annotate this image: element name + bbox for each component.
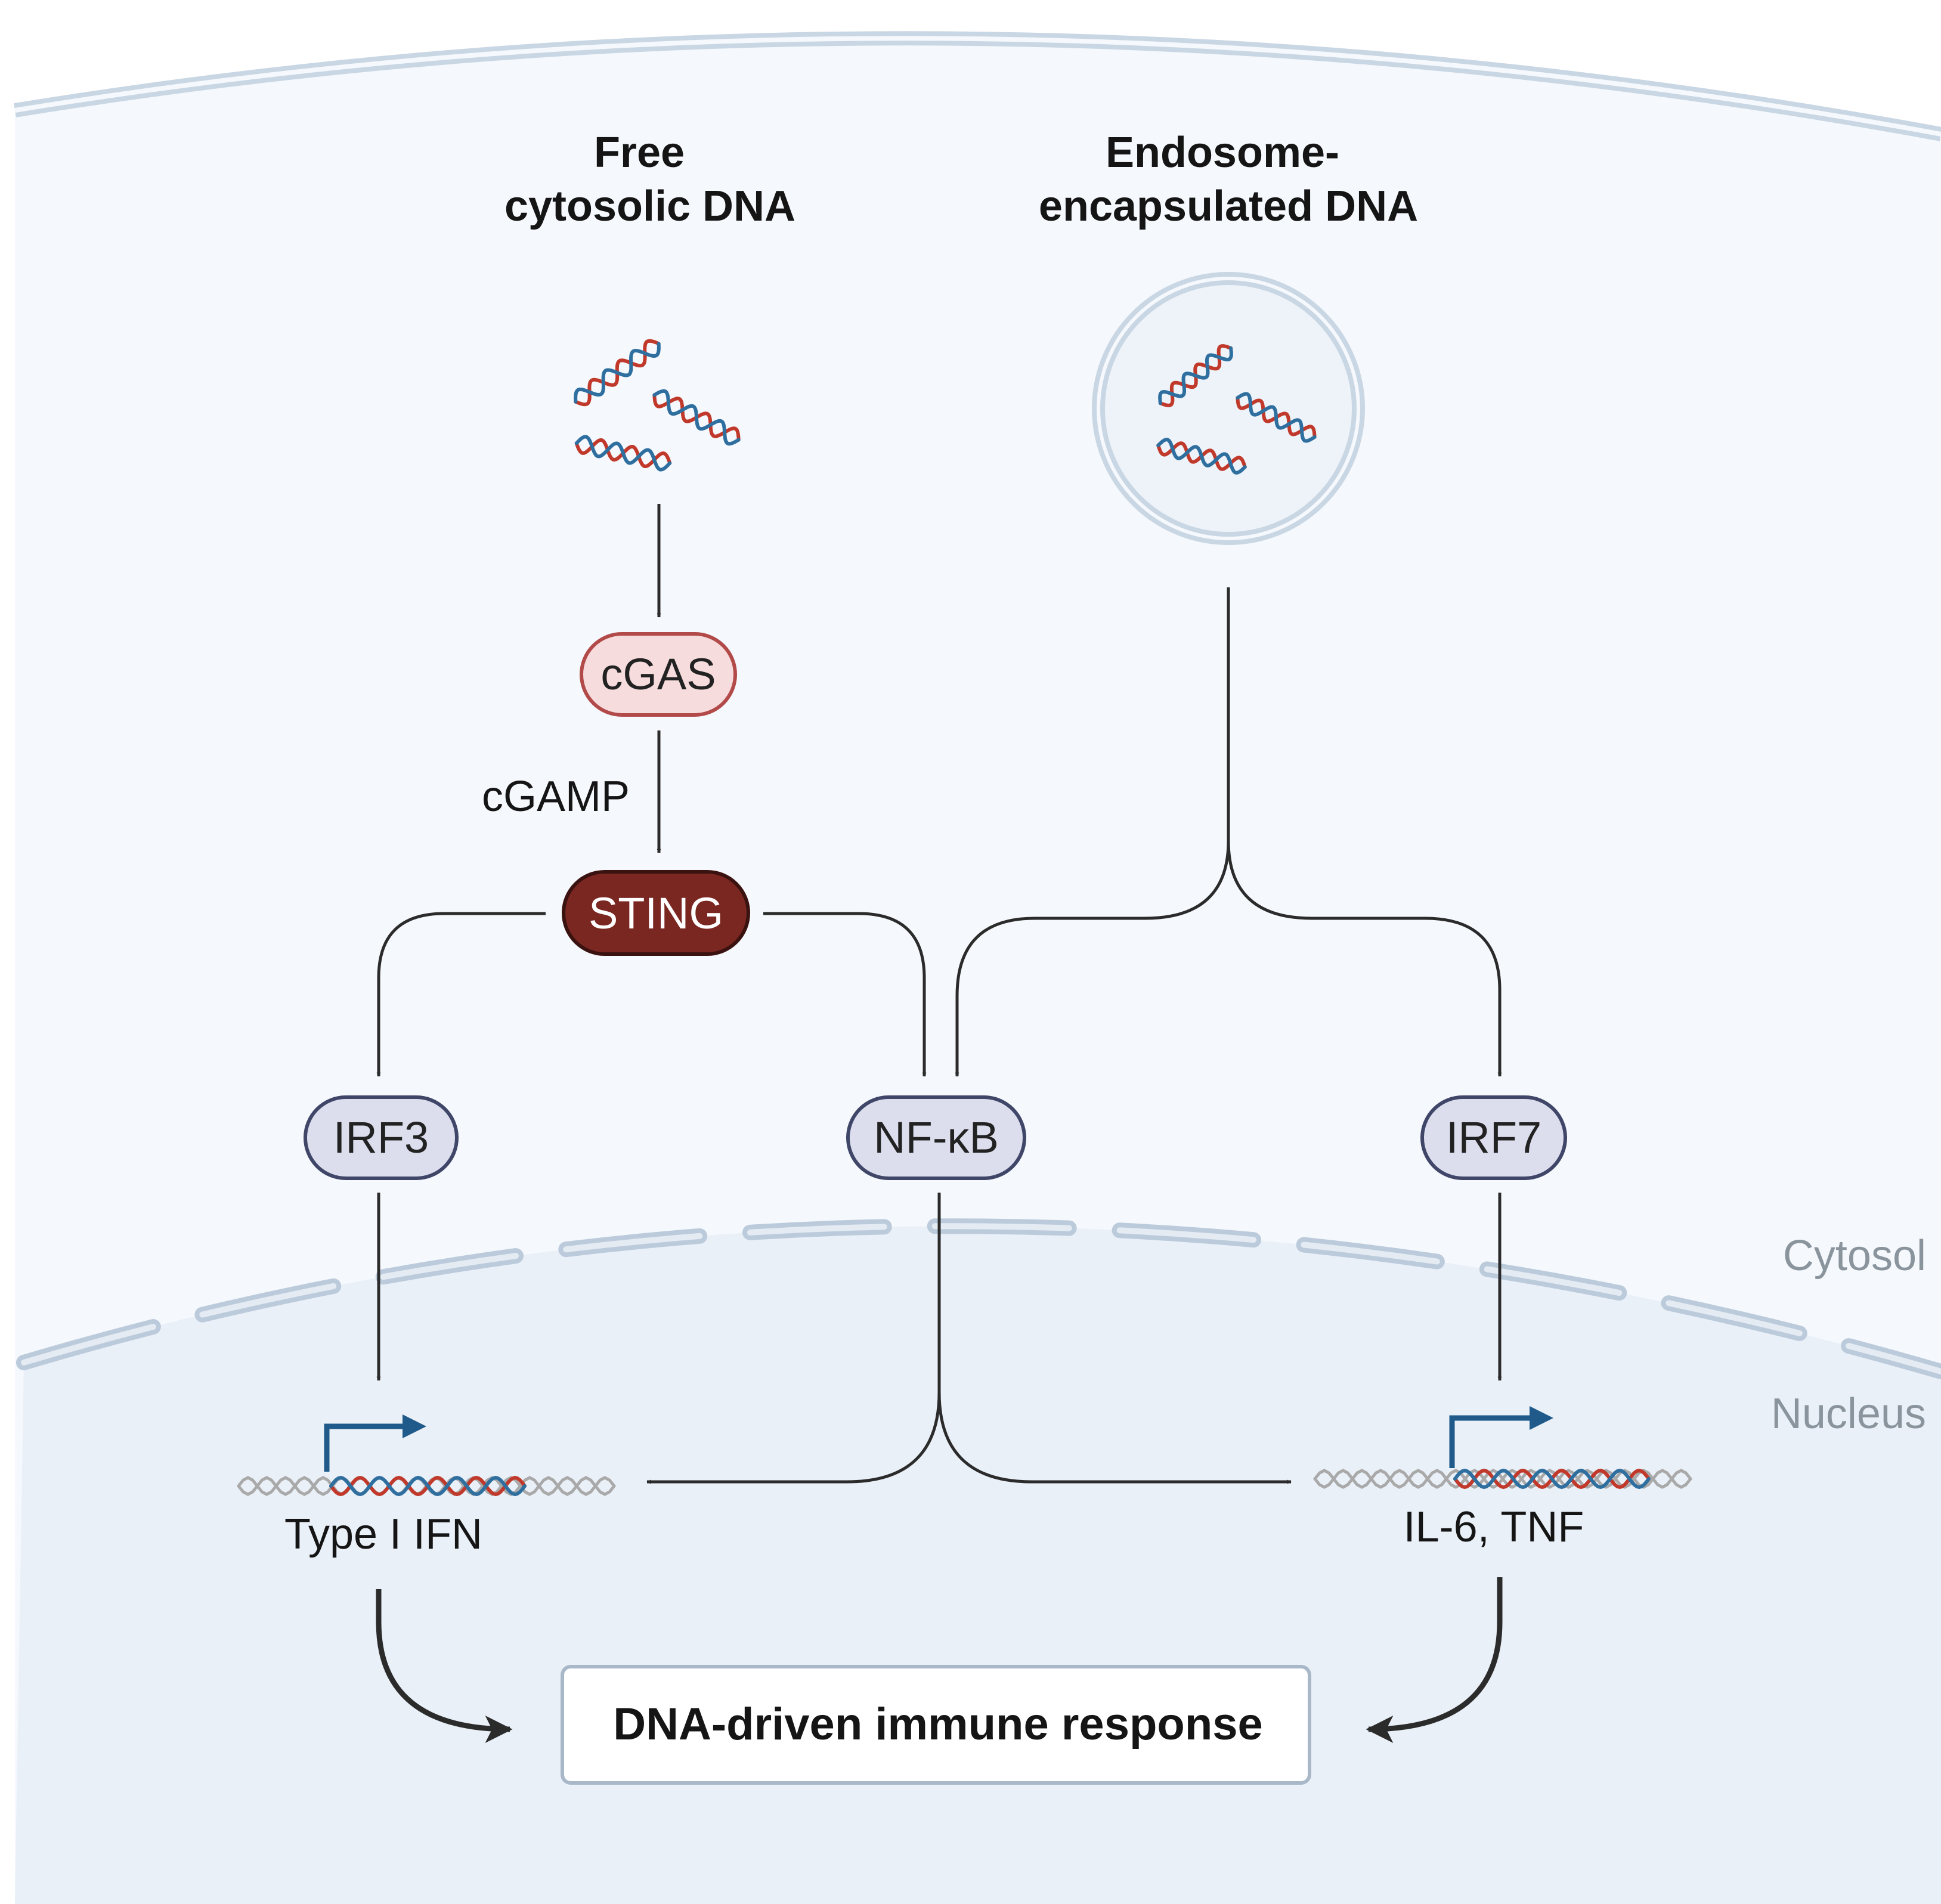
cgas-node: cGAS — [580, 632, 737, 717]
endosome-dna-heading: Endosome- encapsulated DNA — [1039, 129, 1418, 230]
free-dna-fragments-icon — [574, 339, 741, 472]
dna-helix-icon — [1156, 438, 1247, 475]
immune-response-label: DNA-driven immune response — [613, 1699, 1263, 1750]
irf7-label: IRF7 — [1446, 1113, 1541, 1162]
immune-response-box: DNA-driven immune response — [561, 1665, 1311, 1785]
irf3-label: IRF3 — [333, 1113, 429, 1162]
type1-ifn-gene-icon — [237, 1475, 616, 1497]
cytosol-label: Cytosol — [1783, 1232, 1926, 1280]
nfkb-to-il6-tnf-arrow — [937, 1392, 1292, 1484]
sting-to-nfkb-arrow — [763, 912, 927, 1077]
dna-helix-icon — [574, 435, 672, 472]
irf7-node: IRF7 — [1420, 1095, 1567, 1180]
il6-tnf-promoter-arrow-icon — [1449, 1406, 1553, 1468]
endosome-to-irf7-arrow — [1227, 840, 1502, 1077]
cgamp-label: cGAMP — [482, 773, 630, 821]
dna-helix-icon — [1158, 344, 1233, 407]
nucleus-label: Nucleus — [1771, 1390, 1926, 1438]
nfkb-to-type1-ifn-arrow — [646, 1193, 941, 1484]
dna-helix-icon — [1313, 1469, 1692, 1489]
endosome-to-nfkb-arrow — [955, 587, 1230, 1077]
nucleus-region — [15, 1226, 1941, 1904]
dna-helix-icon — [1236, 392, 1317, 443]
cgas-label: cGAS — [600, 649, 716, 699]
sting-node: STING — [562, 870, 750, 956]
il6-tnf-label: IL-6, TNF — [1404, 1503, 1584, 1551]
free-dna-heading: Free cytosolic DNA — [504, 129, 795, 230]
dna-helix-icon — [574, 339, 661, 407]
sting-to-irf3-arrow — [376, 912, 546, 1077]
dna-helix-icon — [1453, 1468, 1651, 1490]
dna-helix-icon — [329, 1475, 527, 1497]
nuclear-envelope-inner — [21, 1223, 1941, 1374]
sting-label: STING — [589, 888, 723, 938]
endosomal-dna-icon — [1156, 344, 1317, 475]
nfkb-label: NF-κB — [874, 1113, 999, 1162]
type1-ifn-promoter-arrow-icon — [324, 1414, 426, 1472]
nfkb-node: NF-κB — [846, 1095, 1026, 1180]
il6-tnf-gene-icon — [1313, 1468, 1692, 1490]
type1-ifn-label: Type I IFN — [284, 1510, 482, 1558]
type1-ifn-to-response-arrow — [376, 1589, 513, 1743]
cell-membrane-inner — [14, 36, 1941, 137]
endosome-icon — [1092, 272, 1365, 545]
irf3-node: IRF3 — [304, 1095, 459, 1180]
dna-helix-icon — [652, 389, 741, 446]
il6-tnf-to-response-arrow — [1366, 1577, 1503, 1743]
